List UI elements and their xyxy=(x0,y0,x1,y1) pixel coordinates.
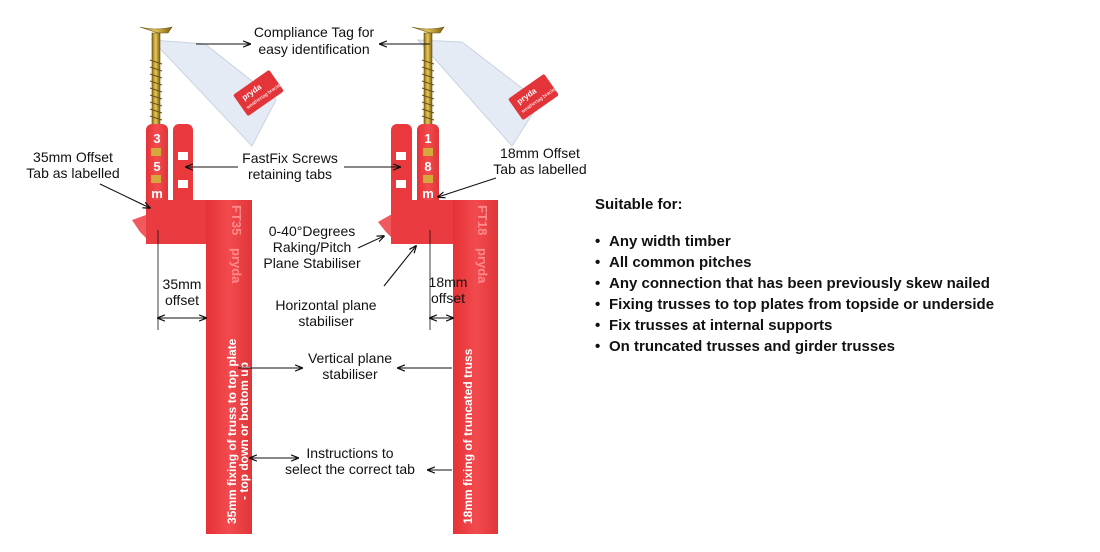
list-item: On truncated trusses and girder trusses xyxy=(595,336,1085,357)
suitable-for-panel: Suitable for: Any width timber All commo… xyxy=(595,196,1085,357)
left-bracket: pryda weathertag bracket xyxy=(132,26,284,534)
right-bracket: pryda weathertag bracket 1 xyxy=(378,26,559,534)
list-item: All common pitches xyxy=(595,252,1085,273)
svg-text:stabiliser: stabiliser xyxy=(322,366,378,382)
list-item: Any connection that has been previously … xyxy=(595,273,1085,294)
left-vertical-plate xyxy=(206,200,252,534)
list-item: Any width timber xyxy=(595,231,1085,252)
left-main-plate xyxy=(146,200,222,244)
right-tab-digit-2: 8 xyxy=(424,159,431,174)
right-screw-icon xyxy=(411,26,445,132)
left-tab-digit-2: 5 xyxy=(153,159,160,174)
callout-horizontal-stabiliser: Horizontal plane stabiliser xyxy=(275,246,416,329)
svg-text:easy identification: easy identification xyxy=(258,41,369,57)
callout-compliance-tag: Compliance Tag for easy identification xyxy=(196,24,430,57)
svg-text:Vertical plane: Vertical plane xyxy=(308,350,392,366)
left-screw-icon xyxy=(139,26,173,132)
suitable-list: Any width timber All common pitches Any … xyxy=(595,231,1085,357)
left-brand-stamp: pryda xyxy=(229,248,244,284)
svg-text:stabiliser: stabiliser xyxy=(298,313,354,329)
svg-text:retaining tabs: retaining tabs xyxy=(248,166,332,182)
left-model-code: FT35 xyxy=(229,205,244,235)
callout-instructions: Instructions to select the correct tab xyxy=(250,445,452,477)
suitable-heading: Suitable for: xyxy=(595,196,683,213)
callout-fastfix-screws: FastFix Screws retaining tabs xyxy=(186,150,400,182)
svg-text:Tab as labelled: Tab as labelled xyxy=(493,161,586,177)
svg-text:Horizontal plane: Horizontal plane xyxy=(275,297,376,313)
list-item: Fixing trusses to top plates from topsid… xyxy=(595,294,1085,315)
svg-text:Plane Stabiliser: Plane Stabiliser xyxy=(263,255,361,271)
svg-text:Compliance Tag for: Compliance Tag for xyxy=(254,24,375,40)
left-raking-stabiliser xyxy=(132,215,146,238)
list-item: Fix trusses at internal supports xyxy=(595,315,1085,336)
right-vertical-plate xyxy=(453,200,498,534)
svg-text:Instructions to: Instructions to xyxy=(306,445,393,461)
offset35-dim-line1: 35mm xyxy=(163,276,202,292)
svg-text:35mm Offset: 35mm Offset xyxy=(33,149,113,165)
callout-18mm-offset-tab: 18mm Offset Tab as labelled xyxy=(438,145,587,197)
svg-text:0-40°Degrees: 0-40°Degrees xyxy=(269,223,356,239)
offset18-dim-line1: 18mm xyxy=(429,274,468,290)
offset35-dim-line2: offset xyxy=(165,292,199,308)
svg-text:Raking/Pitch: Raking/Pitch xyxy=(273,239,352,255)
offset18-dim-line2: offset xyxy=(431,290,465,306)
left-tab-digit-3: m xyxy=(151,186,163,201)
svg-text:select the correct tab: select the correct tab xyxy=(285,461,415,477)
svg-text:Tab as labelled: Tab as labelled xyxy=(26,165,119,181)
right-raking-stabiliser xyxy=(378,214,392,238)
right-instruction-line-1: 18mm fixing of truncated truss xyxy=(461,348,475,524)
svg-text:18mm Offset: 18mm Offset xyxy=(500,145,580,161)
right-brand-stamp: pryda xyxy=(475,248,490,284)
right-tab-digit-1: 1 xyxy=(424,131,431,146)
svg-text:FastFix Screws: FastFix Screws xyxy=(242,150,338,166)
callout-35mm-offset-tab: 35mm Offset Tab as labelled xyxy=(26,149,150,208)
right-model-code: FT18 xyxy=(475,205,490,235)
right-tab-digit-3: m xyxy=(422,186,434,201)
callout-raking-stabiliser: 0-40°Degrees Raking/Pitch Plane Stabilis… xyxy=(263,223,384,271)
dimension-35: 35mm offset xyxy=(158,230,206,330)
left-instruction-line-1: 35mm fixing of truss to top plate xyxy=(225,338,239,524)
left-instruction-line-2: - top down or bottom up xyxy=(237,362,251,500)
left-compliance-tag xyxy=(150,39,277,147)
left-tab-digit-1: 3 xyxy=(153,131,160,146)
callout-vertical-stabiliser: Vertical plane stabiliser xyxy=(238,350,452,382)
dimension-18: 18mm offset xyxy=(429,230,468,330)
